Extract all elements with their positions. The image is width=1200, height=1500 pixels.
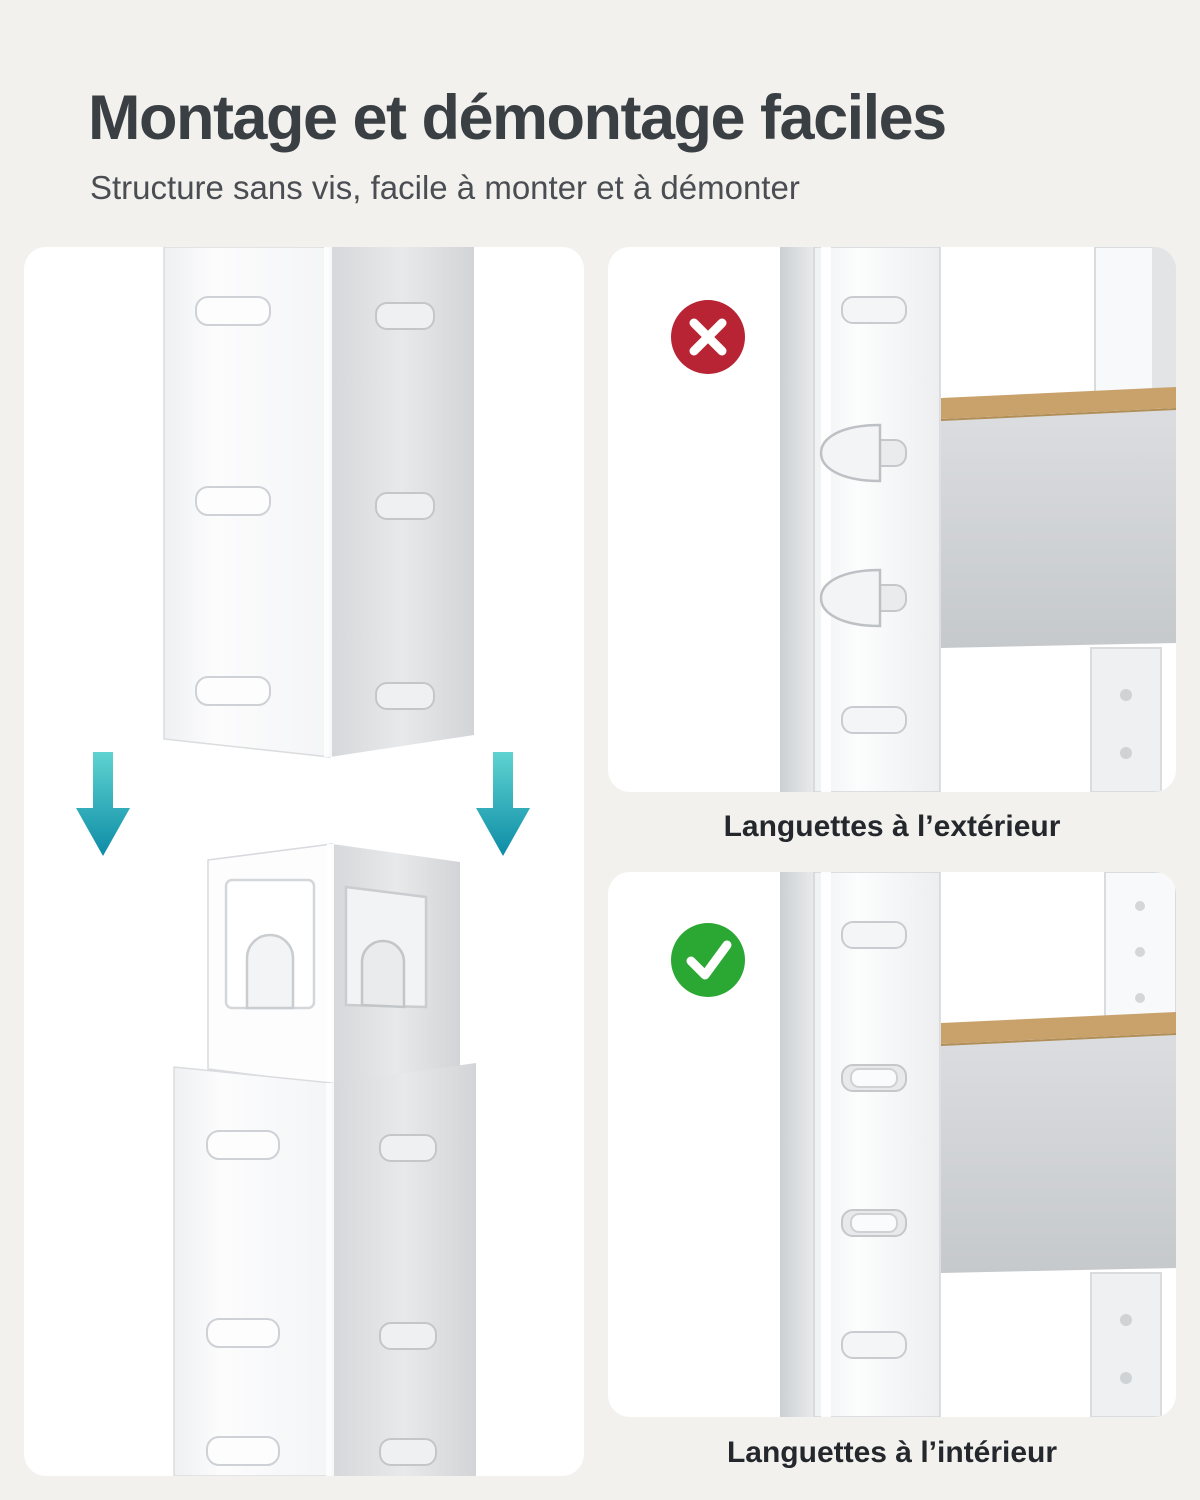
page-title: Montage et démontage faciles [88, 83, 947, 153]
front-upright-post [780, 247, 941, 792]
cross-icon [671, 300, 745, 374]
corner-post-assembly-illustration [76, 247, 530, 1476]
rear-upright-post-lower [1090, 1272, 1162, 1417]
rivet-hole [1135, 947, 1145, 957]
post-slot [206, 1130, 280, 1160]
post-slot [379, 1322, 437, 1350]
upper-corner-post [163, 247, 474, 758]
rear-upright-post [1104, 872, 1176, 1025]
tab-inside [841, 1064, 907, 1092]
shelf-face [941, 1033, 1176, 1273]
rivet-hole [1135, 901, 1145, 911]
shelf-face [941, 408, 1176, 648]
post-slot [375, 682, 435, 710]
post-slot [206, 1436, 280, 1466]
post-slot [375, 302, 435, 330]
shelf-board [940, 387, 1176, 648]
post-slot [379, 1134, 437, 1162]
post-slot [841, 921, 907, 949]
hook-tab [245, 933, 295, 1010]
post-slot [841, 296, 907, 324]
down-arrow-icon [76, 752, 130, 856]
wrong-example-caption: Languettes à l’extérieur [723, 810, 1061, 843]
post-slot [206, 1318, 280, 1348]
rear-upright-post [1094, 247, 1176, 400]
assembly-steps-panel [24, 247, 584, 1476]
front-upright-post [780, 872, 941, 1417]
post-slot [195, 486, 271, 516]
wrong-example-panel [608, 247, 1176, 792]
rivet-hole [1120, 747, 1132, 759]
tab-inside [841, 1209, 907, 1237]
check-icon [671, 923, 745, 997]
post-slot [375, 492, 435, 520]
correct-example-caption: Languettes à l’intérieur [726, 1436, 1058, 1469]
post-slot [841, 1331, 907, 1359]
tabs-outside-illustration [671, 247, 1176, 792]
rivet-hole [1135, 993, 1145, 1003]
post-slot [195, 676, 271, 706]
shelf-wood-edge [941, 1012, 1176, 1044]
post-slot [841, 706, 907, 734]
connector-sleeve [207, 843, 460, 1086]
shelf-board [940, 1012, 1176, 1273]
rear-upright-post-lower [1090, 647, 1162, 792]
rivet-hole [1120, 1372, 1132, 1384]
post-slot [379, 1438, 437, 1466]
hook-tab [360, 939, 406, 1009]
down-arrow-icon [476, 752, 530, 856]
rivet-hole [1120, 689, 1132, 701]
rivet-hole [1120, 1314, 1132, 1326]
tab-outside [819, 568, 907, 628]
tab-outside [819, 423, 907, 483]
post-slot [195, 296, 271, 326]
page-subtitle: Structure sans vis, facile à monter et à… [90, 169, 800, 206]
lower-corner-post [173, 1063, 476, 1476]
tabs-inside-illustration [671, 872, 1176, 1417]
correct-example-panel [608, 872, 1176, 1417]
shelf-wood-edge [941, 387, 1176, 419]
